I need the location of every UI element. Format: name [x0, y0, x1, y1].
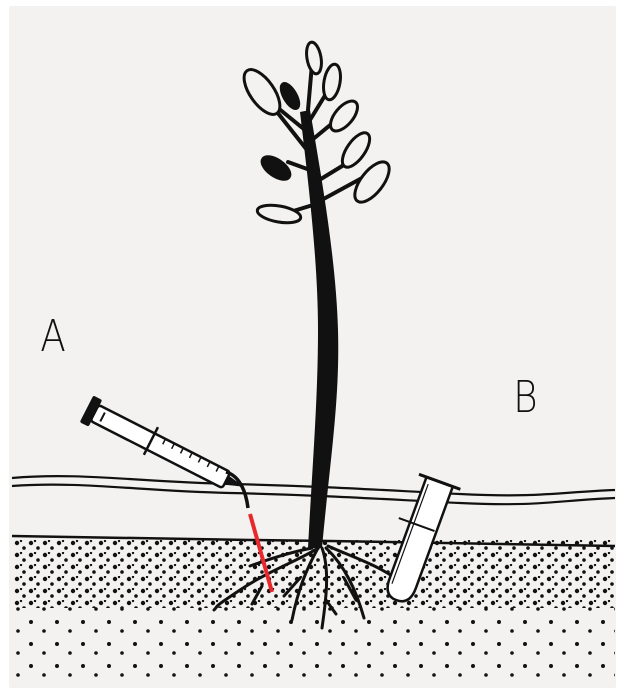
- soil-texture: [12, 538, 615, 608]
- label-b: B: [513, 376, 537, 420]
- label-a: A: [40, 315, 66, 359]
- soil-texture-deep: [12, 606, 615, 684]
- sapling-stem: [300, 110, 338, 548]
